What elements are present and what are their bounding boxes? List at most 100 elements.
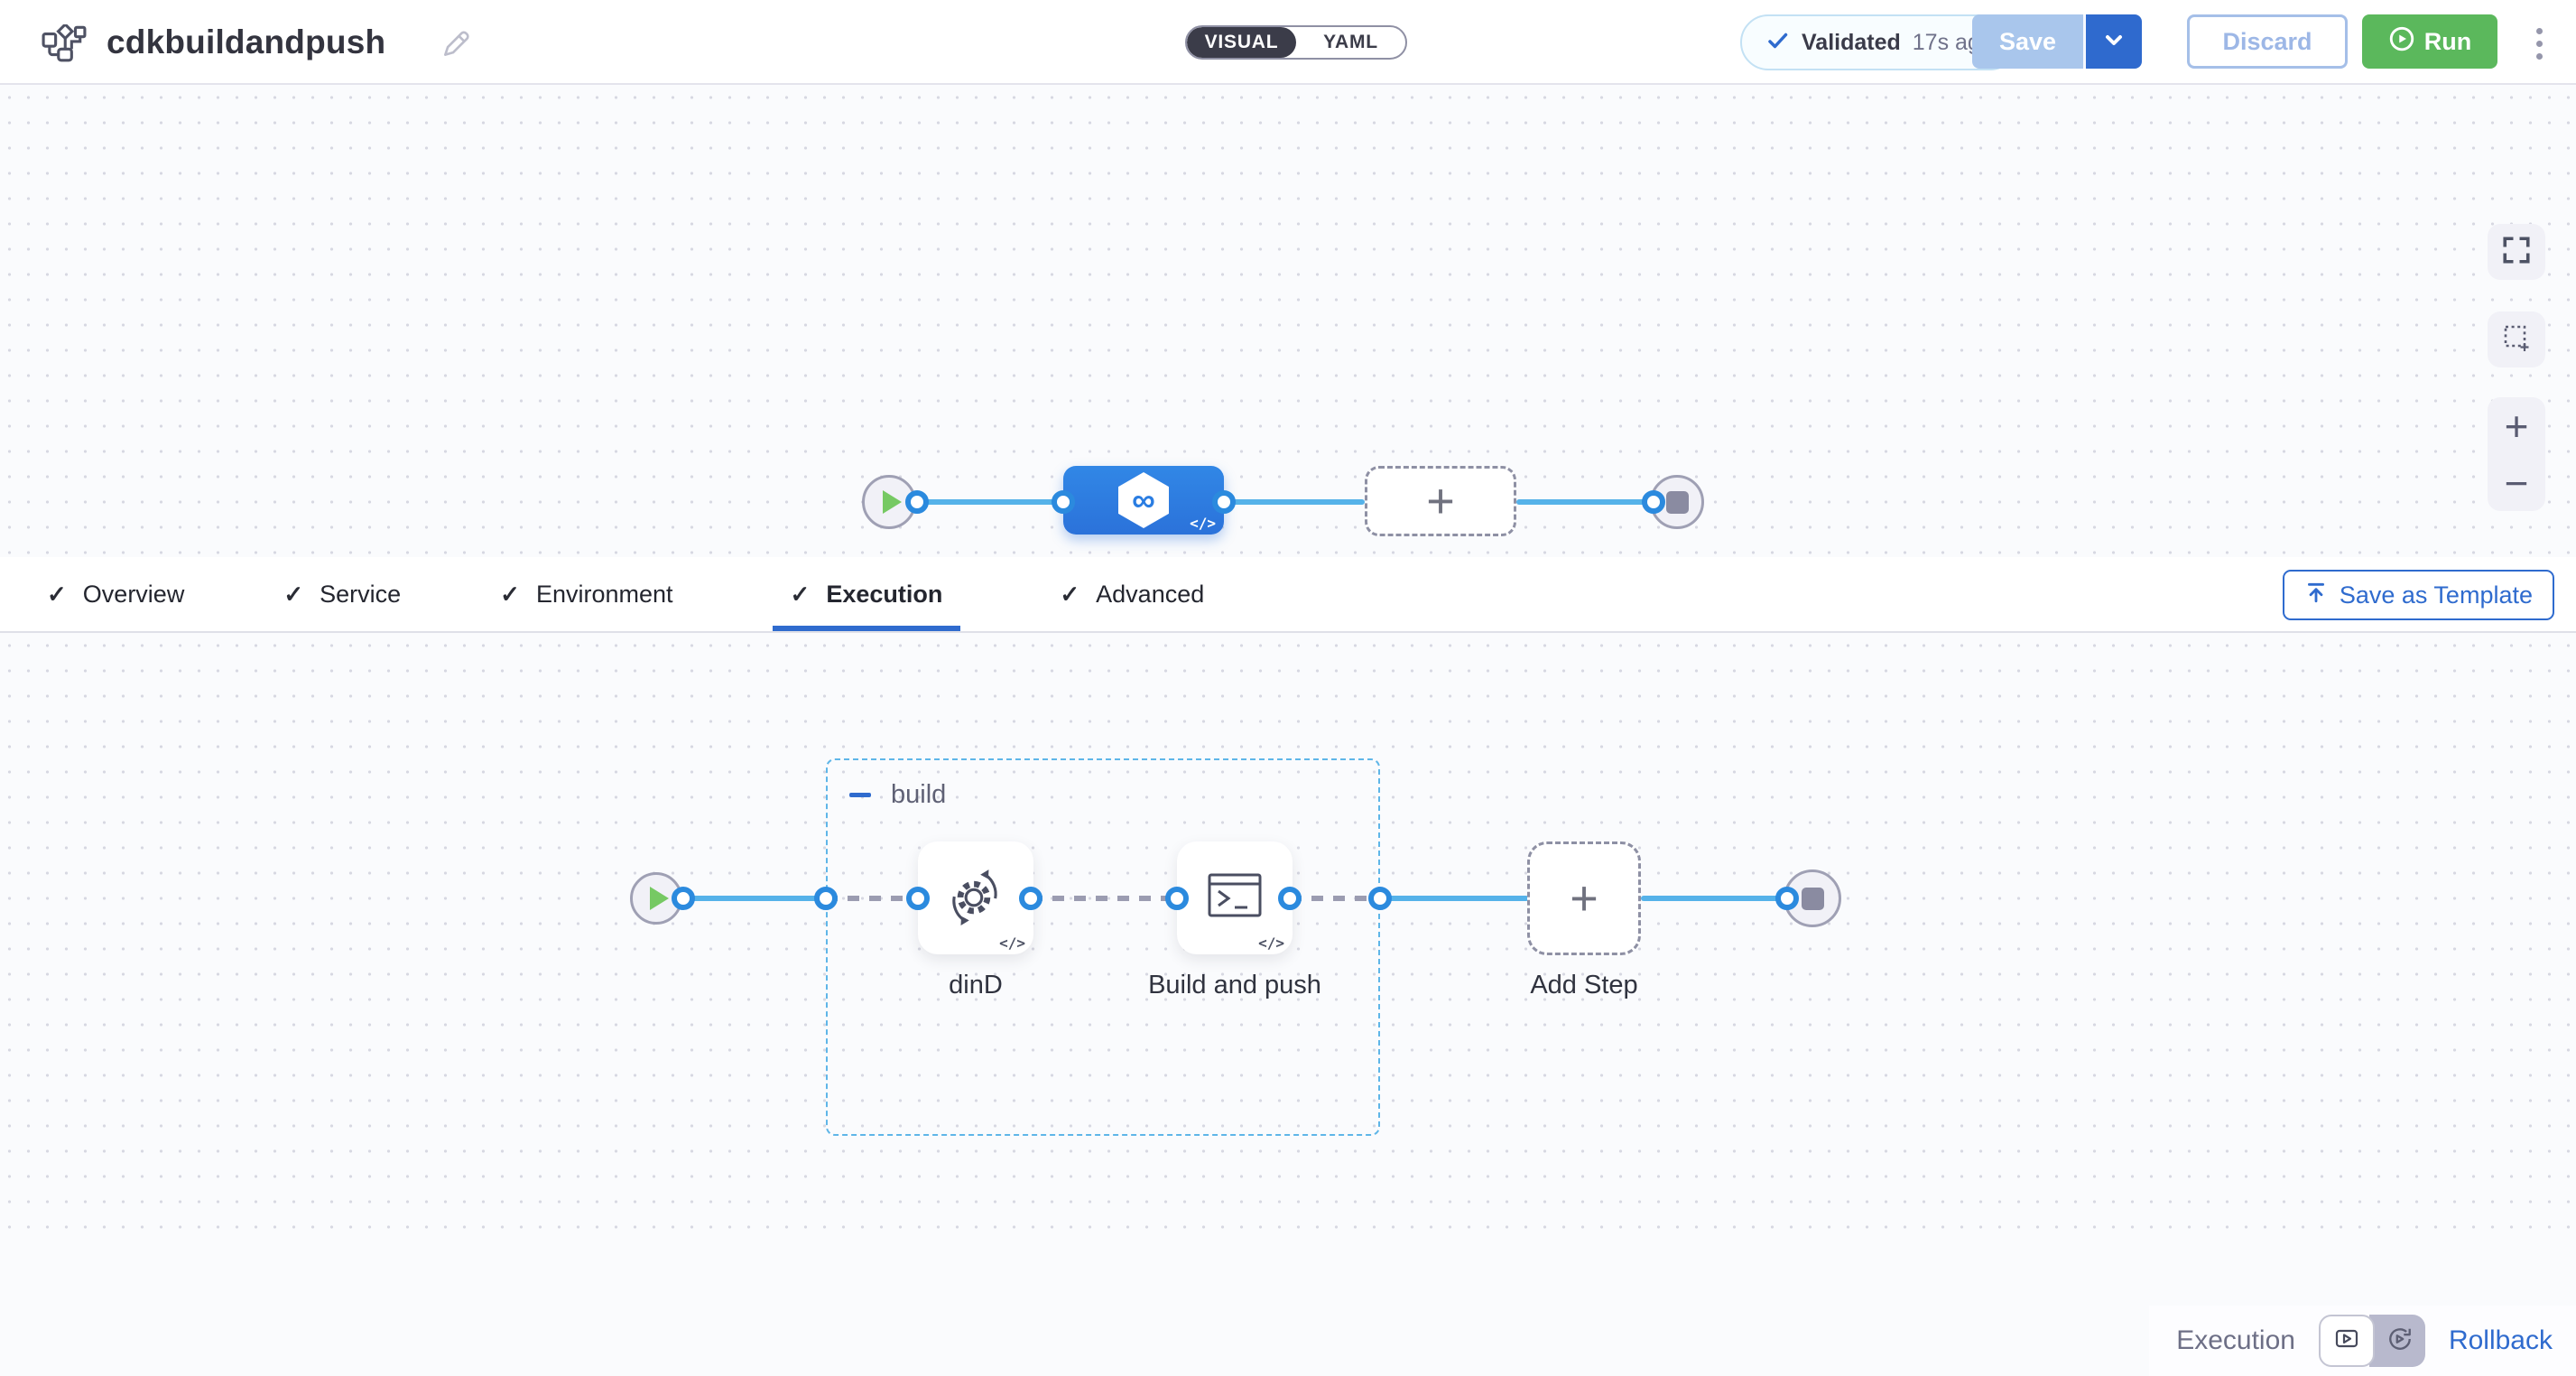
save-button[interactable]: Save [1972, 14, 2083, 69]
stage-canvas[interactable]: ∞ </> ckd + Add Stage [0, 85, 2576, 606]
step-group-build[interactable]: build [826, 758, 1380, 1136]
step-label: Build and push [1148, 971, 1321, 999]
visual-yaml-toggle: VISUAL YAML [1185, 25, 1407, 60]
tab-environment[interactable]: ✓ Environment [500, 557, 672, 631]
fullscreen-icon [2501, 235, 2532, 270]
ci-stage-icon: ∞ [1118, 472, 1169, 528]
connector-port[interactable] [1019, 887, 1042, 910]
toggle-yaml[interactable]: YAML [1323, 32, 1378, 52]
connector-line [1224, 499, 1365, 505]
execution-mode-bar: Execution Rol [2149, 1306, 2576, 1376]
group-header: build [849, 780, 946, 810]
tab-advanced[interactable]: ✓ Advanced [1060, 557, 1204, 631]
rollback-link[interactable]: Rollback [2448, 1325, 2553, 1355]
terminal-run-icon [1206, 869, 1264, 926]
zoom-in-button[interactable]: + [2504, 402, 2529, 450]
check-icon: ✓ [47, 580, 67, 608]
run-button[interactable]: Run [2362, 14, 2497, 69]
dind-gear-sync-icon [946, 866, 1005, 930]
validated-label: Validated [1802, 29, 1901, 55]
connector-port[interactable] [906, 887, 930, 910]
step-node-dind[interactable]: </> [918, 841, 1033, 954]
connector-line-dashed [1290, 896, 1382, 901]
check-icon: ✓ [283, 580, 304, 608]
connector-port[interactable] [1165, 887, 1189, 910]
connector-line [917, 499, 1063, 505]
kebab-dot [2535, 40, 2543, 47]
connector-port[interactable] [1212, 490, 1236, 514]
stop-icon [1665, 490, 1689, 514]
rollback-play-icon [2386, 1325, 2414, 1357]
save-split-button: Save [1972, 14, 2142, 69]
connector-port[interactable] [1775, 887, 1799, 910]
connector-port[interactable] [1278, 887, 1302, 910]
code-badge-icon: </> [1258, 934, 1284, 952]
check-icon: ✓ [500, 580, 520, 608]
tab-overview[interactable]: ✓ Overview [47, 557, 184, 631]
toggle-visual[interactable]: VISUAL [1187, 27, 1296, 58]
add-step-label: Add Step [1530, 971, 1638, 999]
tab-label: Advanced [1096, 580, 1205, 608]
plus-icon: + [1570, 871, 1598, 925]
selection-mode-button[interactable] [2488, 311, 2545, 367]
tab-label: Overview [82, 580, 185, 608]
execution-view-button[interactable] [2318, 1315, 2375, 1367]
kebab-dot [2535, 27, 2543, 34]
zoom-out-button[interactable]: − [2504, 459, 2529, 507]
connector-port[interactable] [814, 887, 838, 910]
collapse-group-icon[interactable] [849, 793, 871, 797]
connector-line [1380, 896, 1529, 901]
connector-line-dashed [1031, 896, 1179, 901]
save-dropdown-button[interactable] [2083, 14, 2142, 69]
marquee-select-icon [2500, 321, 2533, 358]
page-title: cdkbuildandpush [107, 23, 386, 60]
step-node-build-and-push[interactable]: </> [1177, 841, 1293, 954]
execution-play-icon [2333, 1326, 2360, 1356]
start-play-icon [650, 887, 669, 910]
mode-execution-label: Execution [2176, 1325, 2295, 1355]
run-play-icon [2388, 25, 2415, 59]
group-label: build [891, 780, 947, 809]
discard-button[interactable]: Discard [2187, 14, 2348, 69]
validated-check-icon [1765, 30, 1790, 56]
zoom-controls: + − [2488, 397, 2545, 511]
connector-port[interactable] [1052, 490, 1075, 514]
edit-pencil-icon[interactable] [440, 26, 474, 65]
tab-label: Service [320, 580, 402, 608]
config-tabbar: ✓ Overview ✓ Service ✓ Environment ✓ Exe… [0, 557, 2576, 633]
connector-port[interactable] [905, 490, 929, 514]
connector-line [1641, 896, 1789, 901]
step-label: dinD [949, 971, 1003, 999]
code-badge-icon: </> [1190, 515, 1216, 532]
kebab-dot [2535, 52, 2543, 60]
start-play-icon [883, 490, 902, 514]
more-options-button[interactable] [2521, 23, 2557, 63]
connector-port[interactable] [1642, 490, 1665, 514]
save-as-template-button[interactable]: Save as Template [2282, 570, 2554, 620]
execution-canvas[interactable]: Execution Rol [0, 633, 2576, 1376]
run-label: Run [2423, 27, 2472, 55]
connector-port[interactable] [672, 887, 695, 910]
upload-icon [2304, 581, 2328, 610]
stop-icon [1801, 887, 1824, 910]
check-icon: ✓ [790, 580, 811, 608]
infinity-glyph: ∞ [1132, 481, 1155, 518]
pipeline-start-node [862, 475, 916, 529]
plus-icon: + [1426, 474, 1455, 528]
connector-port[interactable] [1368, 887, 1392, 910]
save-as-template-label: Save as Template [2339, 581, 2533, 609]
rollback-view-button[interactable] [2368, 1315, 2425, 1367]
tab-execution[interactable]: ✓ Execution [772, 557, 961, 631]
connector-line-dashed [826, 896, 920, 901]
active-tab-underline [772, 626, 961, 631]
code-badge-icon: </> [999, 934, 1025, 952]
check-icon: ✓ [1060, 580, 1080, 608]
add-step-button[interactable]: + [1527, 841, 1641, 955]
add-stage-button[interactable]: + [1365, 466, 1516, 536]
connector-line [683, 896, 828, 901]
stage-node-ckd[interactable]: ∞ </> [1063, 466, 1224, 535]
tab-service[interactable]: ✓ Service [283, 557, 401, 631]
fullscreen-button[interactable] [2488, 224, 2545, 280]
header: cdkbuildandpush VISUAL YAML Validated 17… [0, 0, 2576, 85]
